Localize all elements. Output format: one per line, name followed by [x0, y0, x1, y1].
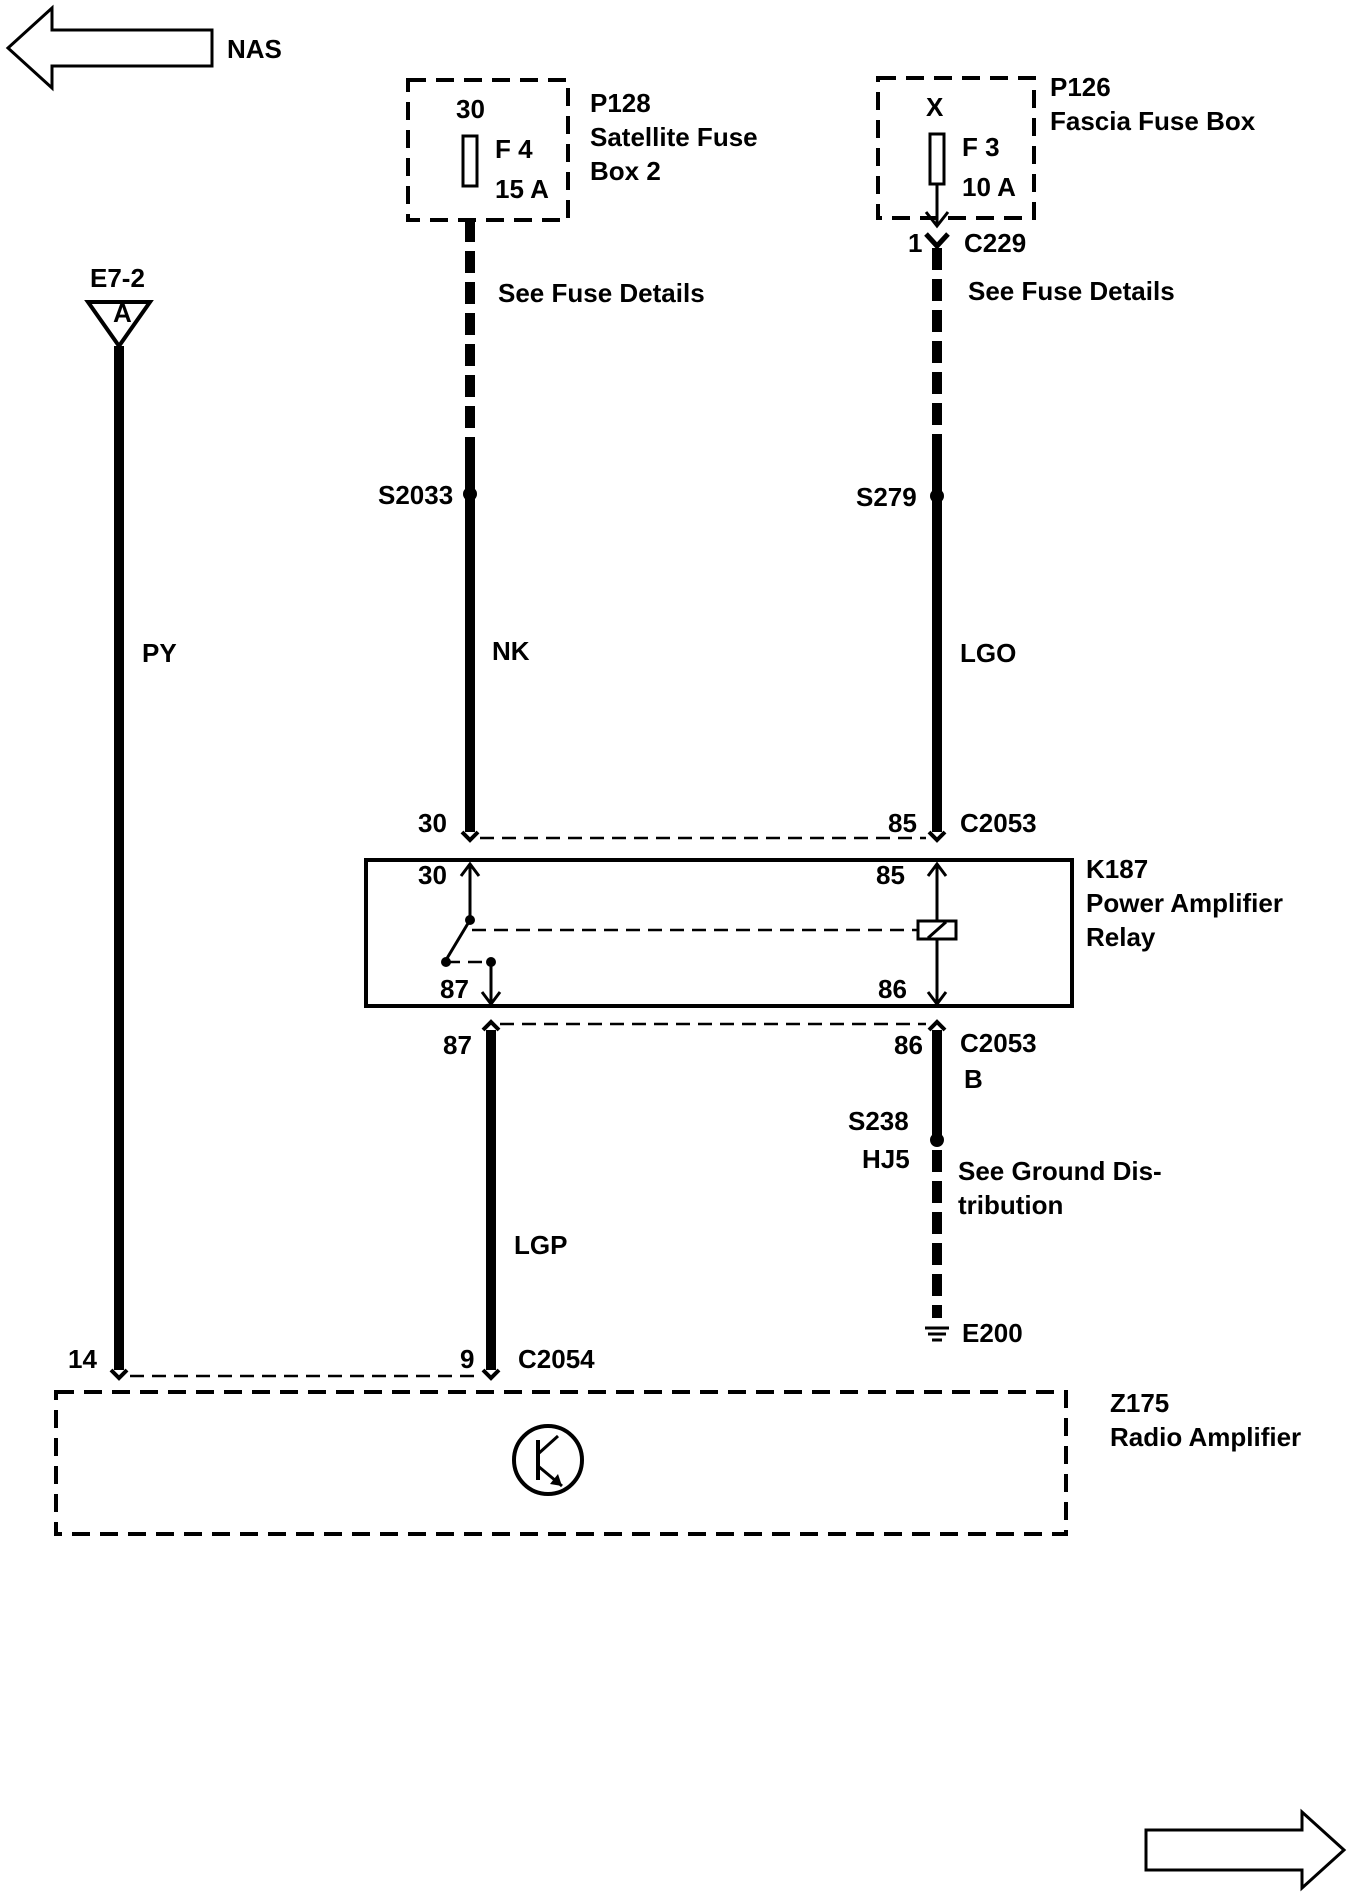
relay-inner-pin87: 87 — [440, 974, 469, 1004]
splice-s238 — [930, 1133, 944, 1147]
ground-e200-label: E200 — [962, 1318, 1023, 1348]
wire-py-label: PY — [142, 638, 177, 668]
splice-s238-label: S238 — [848, 1106, 909, 1136]
relay-id: K187 — [1086, 854, 1148, 884]
fuse-box-p128 — [406, 78, 570, 222]
relay-k187 — [364, 858, 1074, 1008]
splice-s2033 — [463, 487, 477, 501]
p126-fuse-label: F 3 — [962, 132, 1000, 162]
c229-label: C229 — [964, 228, 1026, 258]
ground-note-line2: tribution — [958, 1190, 1063, 1220]
ground-ref-id: E7-2 — [90, 263, 145, 293]
p126-fuse-rating: 10 A — [962, 172, 1016, 202]
c2054-label: C2054 — [518, 1344, 595, 1374]
relay-name-line2: Relay — [1086, 922, 1156, 952]
p128-name-line2: Box 2 — [590, 156, 661, 186]
p128-note: See Fuse Details — [498, 278, 705, 308]
relay-name-line1: Power Amplifier — [1086, 888, 1283, 918]
c2054-pin14-icon — [109, 1368, 129, 1381]
back-arrow-label: NAS — [227, 34, 282, 64]
p126-terminal: X — [926, 92, 944, 122]
fuse-f4-icon — [461, 134, 479, 188]
p128-fuse-rating: 15 A — [495, 174, 549, 204]
wire-lgp-label: LGP — [514, 1230, 567, 1260]
c229-pin: 1 — [908, 228, 922, 258]
p126-id: P126 — [1050, 72, 1111, 102]
p128-terminal: 30 — [456, 94, 485, 124]
c2054-pin-left: 14 — [68, 1344, 97, 1374]
c2053-bottom-suffix: B — [964, 1064, 983, 1094]
radio-amplifier-z175 — [54, 1390, 1068, 1536]
c2053-pin87-icon — [481, 1019, 501, 1032]
connector-c229-icon — [924, 232, 950, 250]
back-arrow-icon[interactable] — [5, 4, 214, 92]
ground-note-line1: See Ground Dis- — [958, 1156, 1162, 1186]
p128-fuse-label: F 4 — [495, 134, 533, 164]
c2053-top-pin-left: 30 — [418, 808, 447, 838]
c2054-pin-right: 9 — [460, 1344, 474, 1374]
c2053-pin86-icon — [927, 1019, 947, 1032]
fuse-f3-icon — [928, 132, 946, 186]
amplifier-id: Z175 — [1110, 1388, 1169, 1418]
c2053-top-label: C2053 — [960, 808, 1037, 838]
relay-inner-pin85: 85 — [876, 860, 905, 890]
p126-note: See Fuse Details — [968, 276, 1175, 306]
c2053-bottom-pin-left: 87 — [443, 1030, 472, 1060]
splice-s279-label: S279 — [856, 482, 917, 512]
ground-ref-e7-2-icon — [84, 300, 154, 350]
c2053-pin85-icon — [927, 830, 947, 843]
c2053-pin30-icon — [460, 830, 480, 843]
splice-s2033-label: S2033 — [378, 480, 453, 510]
wire-nk-label: NK — [492, 636, 530, 666]
splice-s279 — [930, 489, 944, 503]
ground-e200-icon — [925, 1326, 949, 1342]
ground-code: HJ5 — [862, 1144, 910, 1174]
forward-arrow-icon[interactable] — [1144, 1808, 1347, 1892]
amplifier-name: Radio Amplifier — [1110, 1422, 1301, 1452]
transistor-icon — [512, 1424, 584, 1496]
p128-id: P128 — [590, 88, 651, 118]
wire-lgo-label: LGO — [960, 638, 1016, 668]
c2053-top-pin-right: 85 — [888, 808, 917, 838]
fuse-box-p126 — [876, 76, 1036, 229]
ground-ref-symbol: A — [113, 298, 132, 328]
relay-inner-pin86: 86 — [878, 974, 907, 1004]
c2053-bottom-pin-right: 86 — [894, 1030, 923, 1060]
p126-name: Fascia Fuse Box — [1050, 106, 1256, 136]
p128-name-line1: Satellite Fuse — [590, 122, 758, 152]
c2053-bottom-label: C2053 — [960, 1028, 1037, 1058]
c2054-pin9-icon — [481, 1368, 501, 1381]
relay-inner-pin30: 30 — [418, 860, 447, 890]
